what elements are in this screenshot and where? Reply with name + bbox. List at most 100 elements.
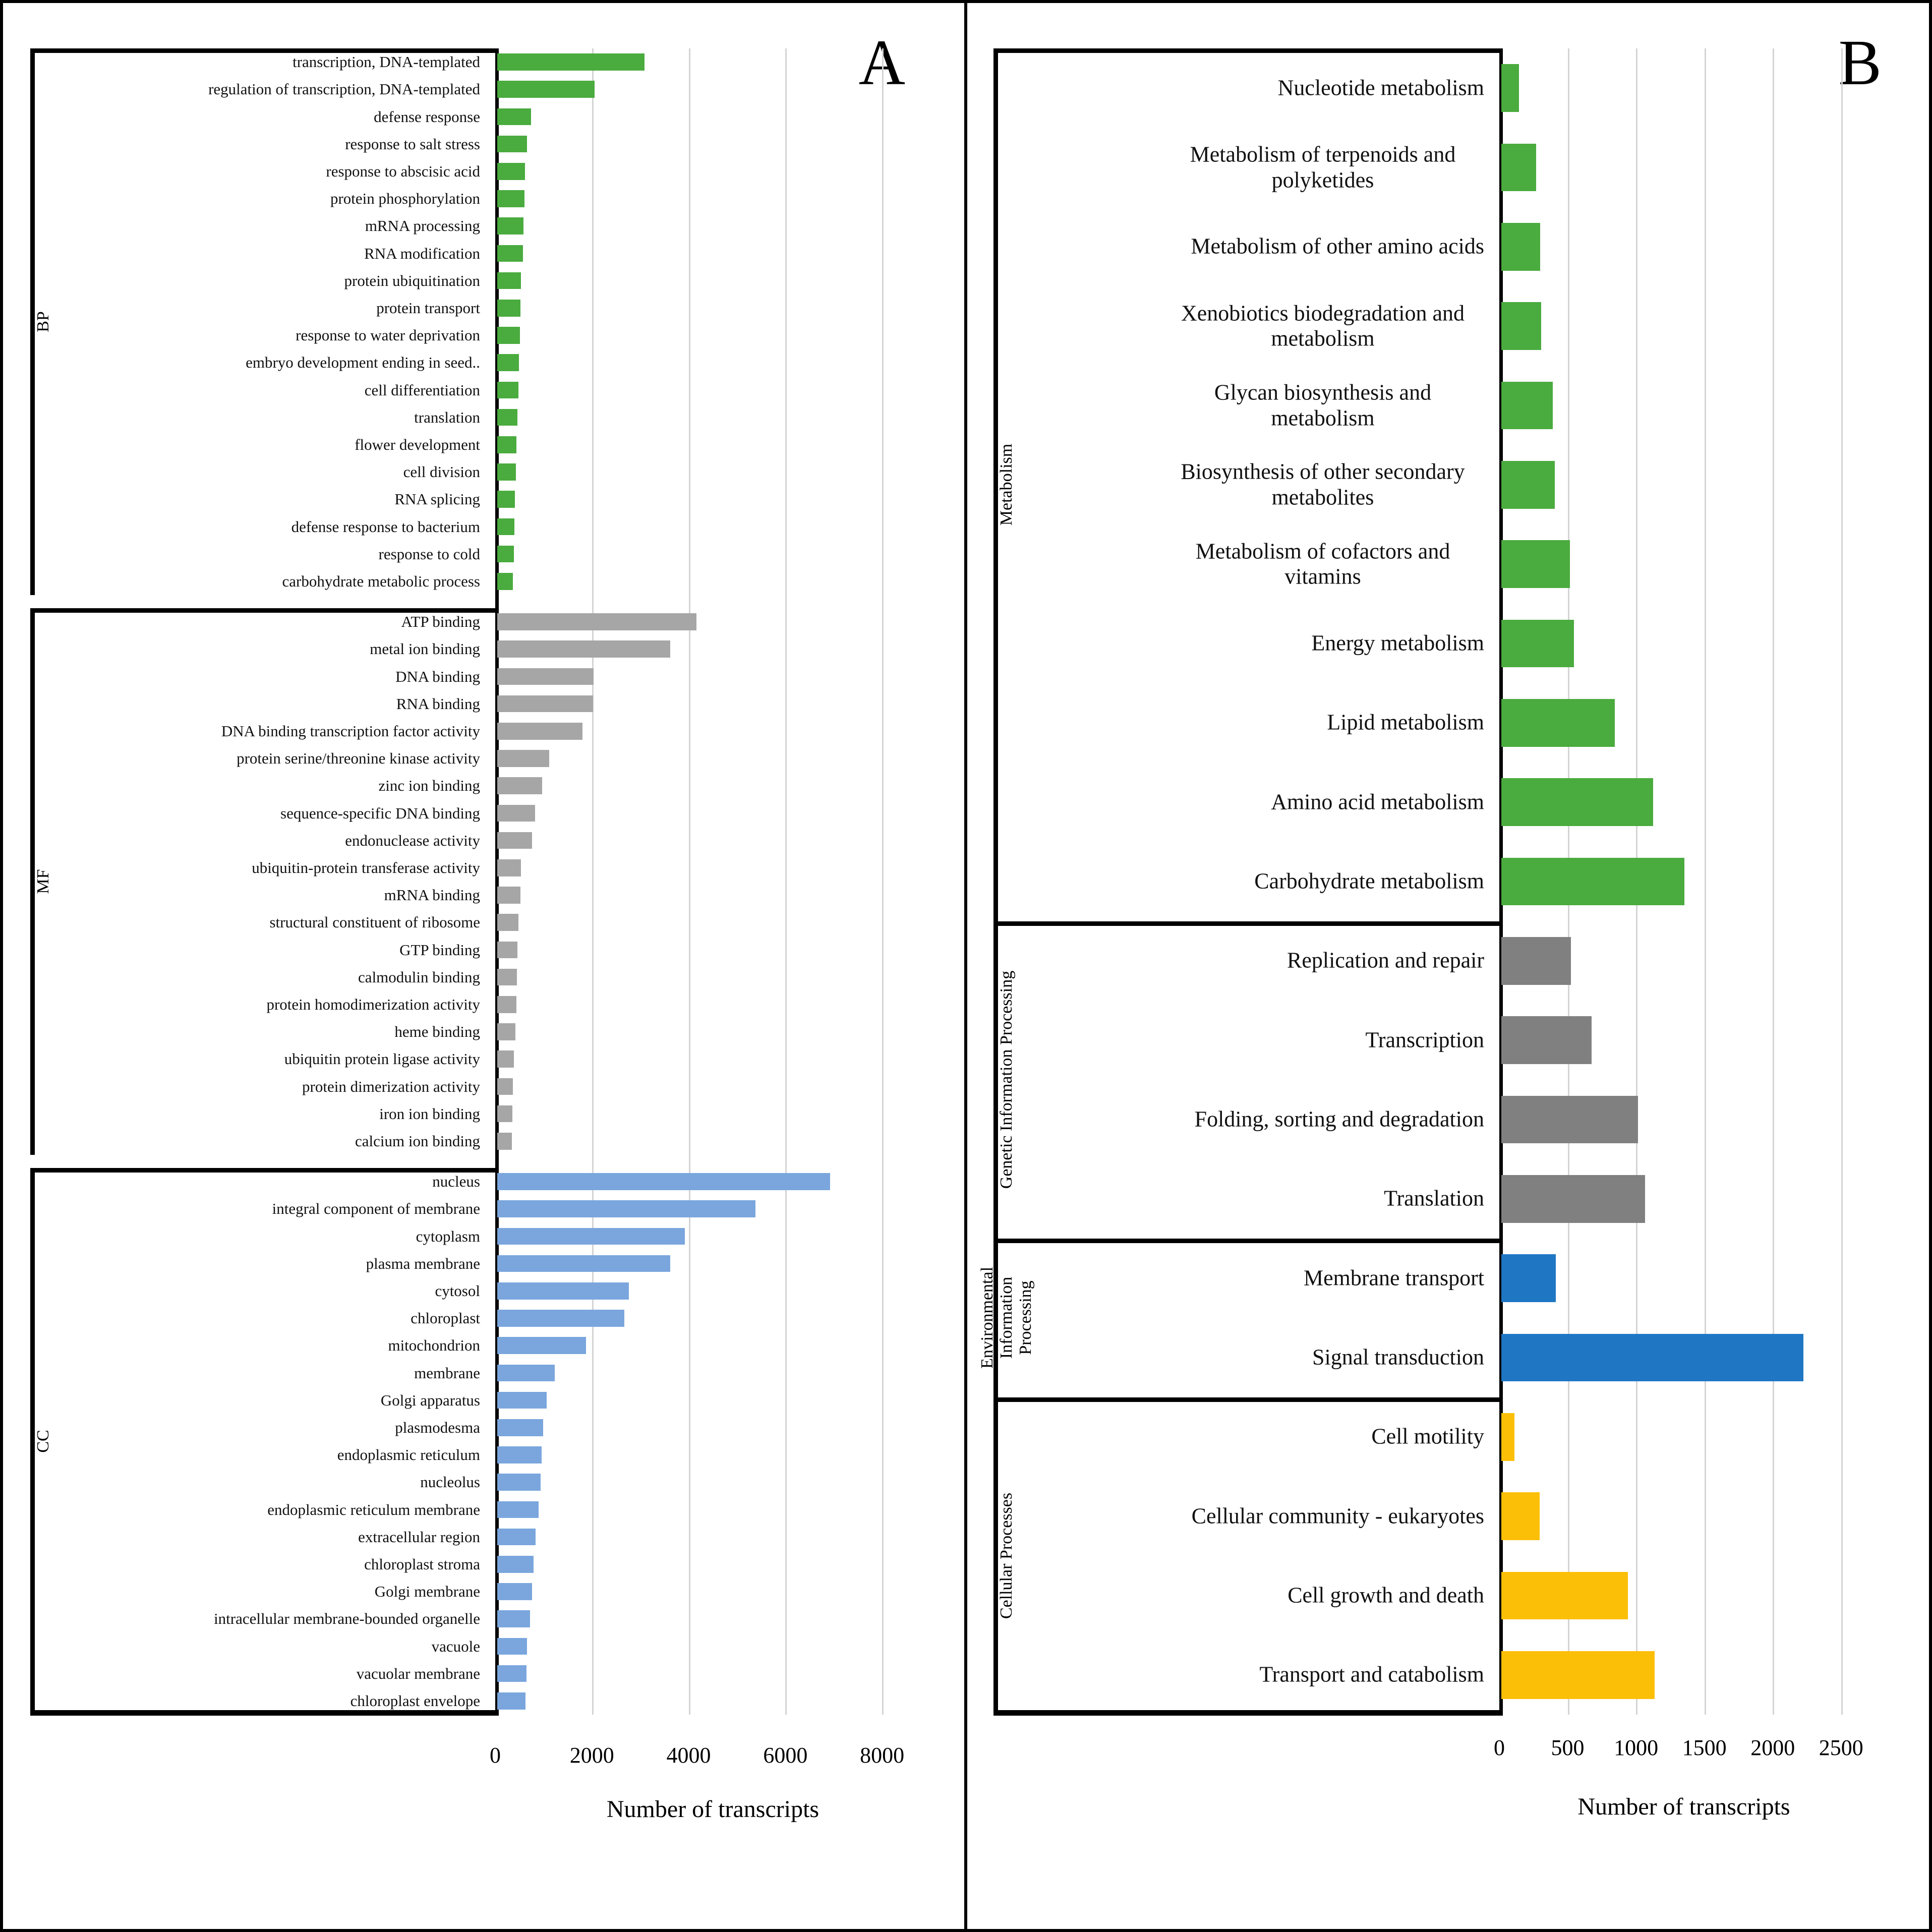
bar <box>497 723 582 740</box>
gridline <box>1841 48 1843 1715</box>
category-label: Amino acid metabolism <box>1271 789 1484 814</box>
x-tick-label: 2500 <box>1819 1735 1863 1760</box>
group-box-left <box>30 608 35 1155</box>
group-axis-label: CC <box>34 1430 52 1453</box>
category-label: Golgi apparatus <box>380 1391 480 1409</box>
category-label: DNA binding <box>395 667 480 685</box>
x-tick-label: 0 <box>490 1743 501 1768</box>
category-label: chloroplast envelope <box>350 1692 480 1710</box>
panel-b-letter: B <box>1838 27 1882 98</box>
category-label: nucleolus <box>420 1473 480 1491</box>
group-box-bottom <box>30 1710 499 1715</box>
bar <box>1501 699 1615 747</box>
category-label: Translation <box>1384 1186 1484 1211</box>
x-tick-label: 6000 <box>763 1743 808 1768</box>
category-label: RNA binding <box>396 694 480 713</box>
group-box-top <box>993 1239 1503 1243</box>
bar <box>497 1665 526 1682</box>
bar <box>1501 1413 1514 1461</box>
bar <box>497 832 533 849</box>
gridline <box>592 48 594 1715</box>
category-label: iron ion binding <box>379 1104 480 1123</box>
bar <box>497 300 521 317</box>
panel-b-x-axis-title: Number of transcripts <box>1577 1793 1790 1820</box>
category-label: protein transport <box>376 299 480 317</box>
bar <box>497 968 517 986</box>
category-label: Golgi membrane <box>374 1583 480 1601</box>
category-label: protein serine/threonine kinase activity <box>237 749 480 768</box>
group-axis-label: MF <box>34 869 52 894</box>
bar <box>497 1227 685 1245</box>
bar <box>497 1255 671 1272</box>
bar <box>497 1692 525 1710</box>
category-label: protein ubiquitination <box>344 271 481 289</box>
group-axis-label: BP <box>34 311 52 332</box>
gridline <box>882 48 884 1715</box>
category-label: cytosol <box>435 1282 480 1300</box>
category-label: intracellular membrane-bounded organelle <box>214 1610 480 1628</box>
category-label: zinc ion binding <box>378 777 480 795</box>
x-tick-label: 0 <box>1494 1735 1505 1760</box>
bar <box>497 1610 531 1628</box>
bar <box>497 1133 512 1150</box>
bar <box>497 1501 539 1518</box>
category-label: mRNA processing <box>365 217 480 235</box>
bar <box>497 887 521 904</box>
group-axis-label: Cellular Processes <box>997 1493 1016 1619</box>
x-tick-label: 1000 <box>1614 1735 1659 1760</box>
bar <box>497 272 521 289</box>
category-label: extracellular region <box>358 1528 480 1546</box>
category-label: Carbohydrate metabolism <box>1254 868 1484 894</box>
bar <box>497 190 524 207</box>
category-label: Glycan biosynthesis and metabolism <box>1214 380 1432 430</box>
category-label: Transport and catabolism <box>1259 1662 1484 1687</box>
category-label: structural constituent of ribosome <box>269 913 480 931</box>
bar <box>497 217 524 235</box>
bar <box>497 491 515 508</box>
category-label: membrane <box>414 1364 480 1382</box>
bar <box>497 1583 533 1600</box>
category-label: nucleus <box>432 1173 480 1191</box>
category-label: ubiquitin-protein transferase activity <box>252 859 480 877</box>
bar <box>1501 619 1574 668</box>
x-tick-label: 2000 <box>1750 1735 1795 1760</box>
group-axis-label: Metabolism <box>997 444 1016 526</box>
group-box-top <box>993 921 1503 926</box>
category-label: response to salt stress <box>345 135 480 153</box>
bar <box>1501 857 1685 906</box>
category-label: Signal transduction <box>1312 1344 1484 1370</box>
category-label: carbohydrate metabolic process <box>282 572 481 591</box>
category-label: response to cold <box>378 545 480 563</box>
group-box-left <box>993 921 998 1239</box>
bar <box>497 914 519 931</box>
category-label: Lipid metabolism <box>1327 710 1484 735</box>
bar <box>497 777 543 795</box>
bar <box>1501 1175 1645 1223</box>
category-label: vacuolar membrane <box>356 1664 480 1682</box>
category-label: Metabolism of terpenoids and polyketides <box>1190 142 1456 192</box>
bar <box>1501 381 1553 430</box>
category-label: Cellular community - eukaryotes <box>1191 1503 1484 1529</box>
category-label: RNA splicing <box>394 490 480 508</box>
bar <box>497 1419 544 1436</box>
bar <box>497 941 518 959</box>
bar <box>497 613 697 630</box>
group-box-top <box>30 48 499 53</box>
category-label: endoplasmic reticulum <box>337 1446 480 1464</box>
category-label: endoplasmic reticulum membrane <box>267 1500 480 1518</box>
category-label: flower development <box>355 436 480 454</box>
group-axis-label: Environmental Information Processing <box>977 1267 1035 1369</box>
bar <box>497 1556 534 1573</box>
bar <box>1501 143 1537 192</box>
category-label: Energy metabolism <box>1311 630 1484 656</box>
bar <box>497 327 520 344</box>
category-label: response to abscisic acid <box>326 162 480 181</box>
bar <box>497 1337 587 1355</box>
group-box-top <box>30 1168 499 1173</box>
bar <box>1501 1571 1628 1620</box>
bar <box>497 640 671 658</box>
category-label: Membrane transport <box>1304 1265 1484 1291</box>
bar <box>497 135 527 153</box>
category-label: DNA binding transcription factor activit… <box>221 722 480 740</box>
bar <box>497 53 645 71</box>
